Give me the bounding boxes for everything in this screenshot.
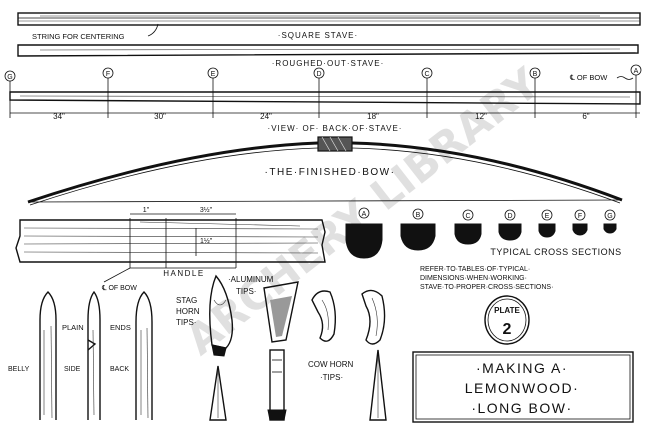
spacing-B-A: 6"	[582, 112, 589, 121]
refer-line-2: DIMENSIONS·WHEN·WORKING·	[420, 275, 527, 282]
roughed-out-stave-label: ·ROUGHED·OUT·STAVE·	[272, 59, 384, 68]
spacing-E-D: 24"	[260, 112, 272, 121]
spacing-F-E: 30"	[154, 112, 166, 121]
string-leader	[147, 23, 159, 37]
cross-section-D-letter: D	[507, 213, 512, 220]
plate-number: 2	[503, 321, 512, 338]
square-stave-drawing	[17, 12, 641, 26]
dim-3-5in: 3½"	[200, 206, 213, 214]
station-A-letter: A	[634, 68, 639, 75]
cross-section-E: E	[538, 209, 556, 238]
aluminum-label-line-2: TIPS·	[236, 287, 256, 296]
refer-line-1: REFER·TO·TABLES·OF·TYPICAL·	[420, 266, 530, 273]
station-B: B	[529, 67, 541, 118]
spacing-G-F: 34"	[53, 112, 65, 121]
cross-section-A-letter: A	[362, 211, 367, 218]
station-G: G	[4, 70, 16, 118]
cow-horn-label-line-2: ·TIPS·	[320, 373, 343, 382]
spacing-C-B: 12"	[475, 112, 487, 121]
side-label: SIDE	[64, 366, 81, 373]
cross-section-B: B	[400, 208, 436, 251]
plain-label: PLAIN	[62, 323, 84, 332]
title-box: ·MAKING A· LEMONWOOD· ·LONG BOW·	[412, 351, 634, 423]
aluminum-tip-drawing	[263, 281, 299, 421]
plate-word: PLATE	[494, 306, 520, 315]
bow-end-side-view	[87, 290, 101, 420]
handle-label: HANDLE	[163, 269, 204, 278]
cow-horn-tip-bottom	[369, 349, 387, 421]
title-line-1: ·MAKING A·	[476, 360, 568, 376]
cross-section-C-letter: C	[465, 213, 470, 220]
station-D: D	[313, 67, 325, 118]
bow-end-back-view	[135, 291, 153, 420]
station-A: A	[630, 64, 642, 118]
center-of-bow-handle-label: ℄ OF BOW	[101, 285, 137, 292]
finished-bow-label: ·THE·FINISHED·BOW·	[265, 167, 396, 178]
cross-section-C: C	[454, 209, 482, 245]
ends-label: ENDS	[110, 323, 131, 332]
spacing-D-C: 18"	[367, 112, 379, 121]
string-for-centering-label: STRING FOR CENTERING	[32, 32, 125, 41]
cross-section-A: A	[345, 207, 383, 259]
station-D-letter: D	[316, 71, 321, 78]
station-C: C	[421, 67, 433, 118]
cross-section-D: D	[498, 209, 522, 241]
cross-section-G-letter: G	[607, 213, 612, 220]
center-leader	[616, 76, 634, 80]
plate-badge: PLATE 2	[484, 295, 530, 345]
cow-horn-label-line-1: COW HORN	[308, 360, 354, 369]
station-B-letter: B	[533, 71, 538, 78]
stag-label-line-2: HORN	[176, 307, 200, 316]
bow-end-belly-view	[39, 291, 57, 420]
cross-section-B-letter: B	[416, 212, 421, 219]
stag-label-line-1: STAG	[176, 296, 197, 305]
aluminum-label-line-1: ·ALUMINUM	[228, 275, 274, 284]
stag-label-line-3: TIPS·	[176, 318, 196, 327]
view-of-back-label: ·VIEW· OF· BACK·OF·STAVE·	[268, 124, 403, 133]
finished-bow-drawing	[27, 136, 623, 206]
center-of-bow-top-label: ℄ OF BOW	[569, 73, 608, 82]
cross-section-F: F	[572, 209, 588, 236]
cow-horn-tip-left	[311, 290, 337, 342]
dim-1-5in: 1½"	[200, 237, 213, 245]
cross-section-G: G	[603, 209, 617, 234]
title-line-2: LEMONWOOD·	[465, 380, 580, 396]
handle-detail-drawing	[15, 213, 326, 283]
station-F: F	[102, 67, 114, 118]
cow-horn-tip-right	[361, 289, 386, 345]
refer-line-3: STAVE·TO·PROPER·CROSS·SECTIONS·	[420, 284, 553, 291]
cross-section-E-letter: E	[545, 213, 550, 220]
belly-label: BELLY	[8, 366, 30, 373]
station-E: E	[207, 67, 219, 118]
roughed-out-stave-drawing	[17, 44, 639, 57]
station-F-letter: F	[106, 71, 110, 78]
stag-horn-tip-drawing	[209, 274, 234, 421]
station-E-letter: E	[211, 71, 216, 78]
station-G-letter: G	[7, 74, 12, 81]
cross-section-F-letter: F	[578, 213, 582, 220]
dim-1in: 1"	[143, 207, 150, 214]
typical-cross-sections-label: TYPICAL CROSS SECTIONS	[490, 247, 621, 257]
station-C-letter: C	[424, 71, 429, 78]
square-stave-label: ·SQUARE STAVE·	[278, 31, 358, 40]
title-line-3: ·LONG BOW·	[471, 400, 572, 416]
back-label: BACK	[110, 366, 129, 373]
